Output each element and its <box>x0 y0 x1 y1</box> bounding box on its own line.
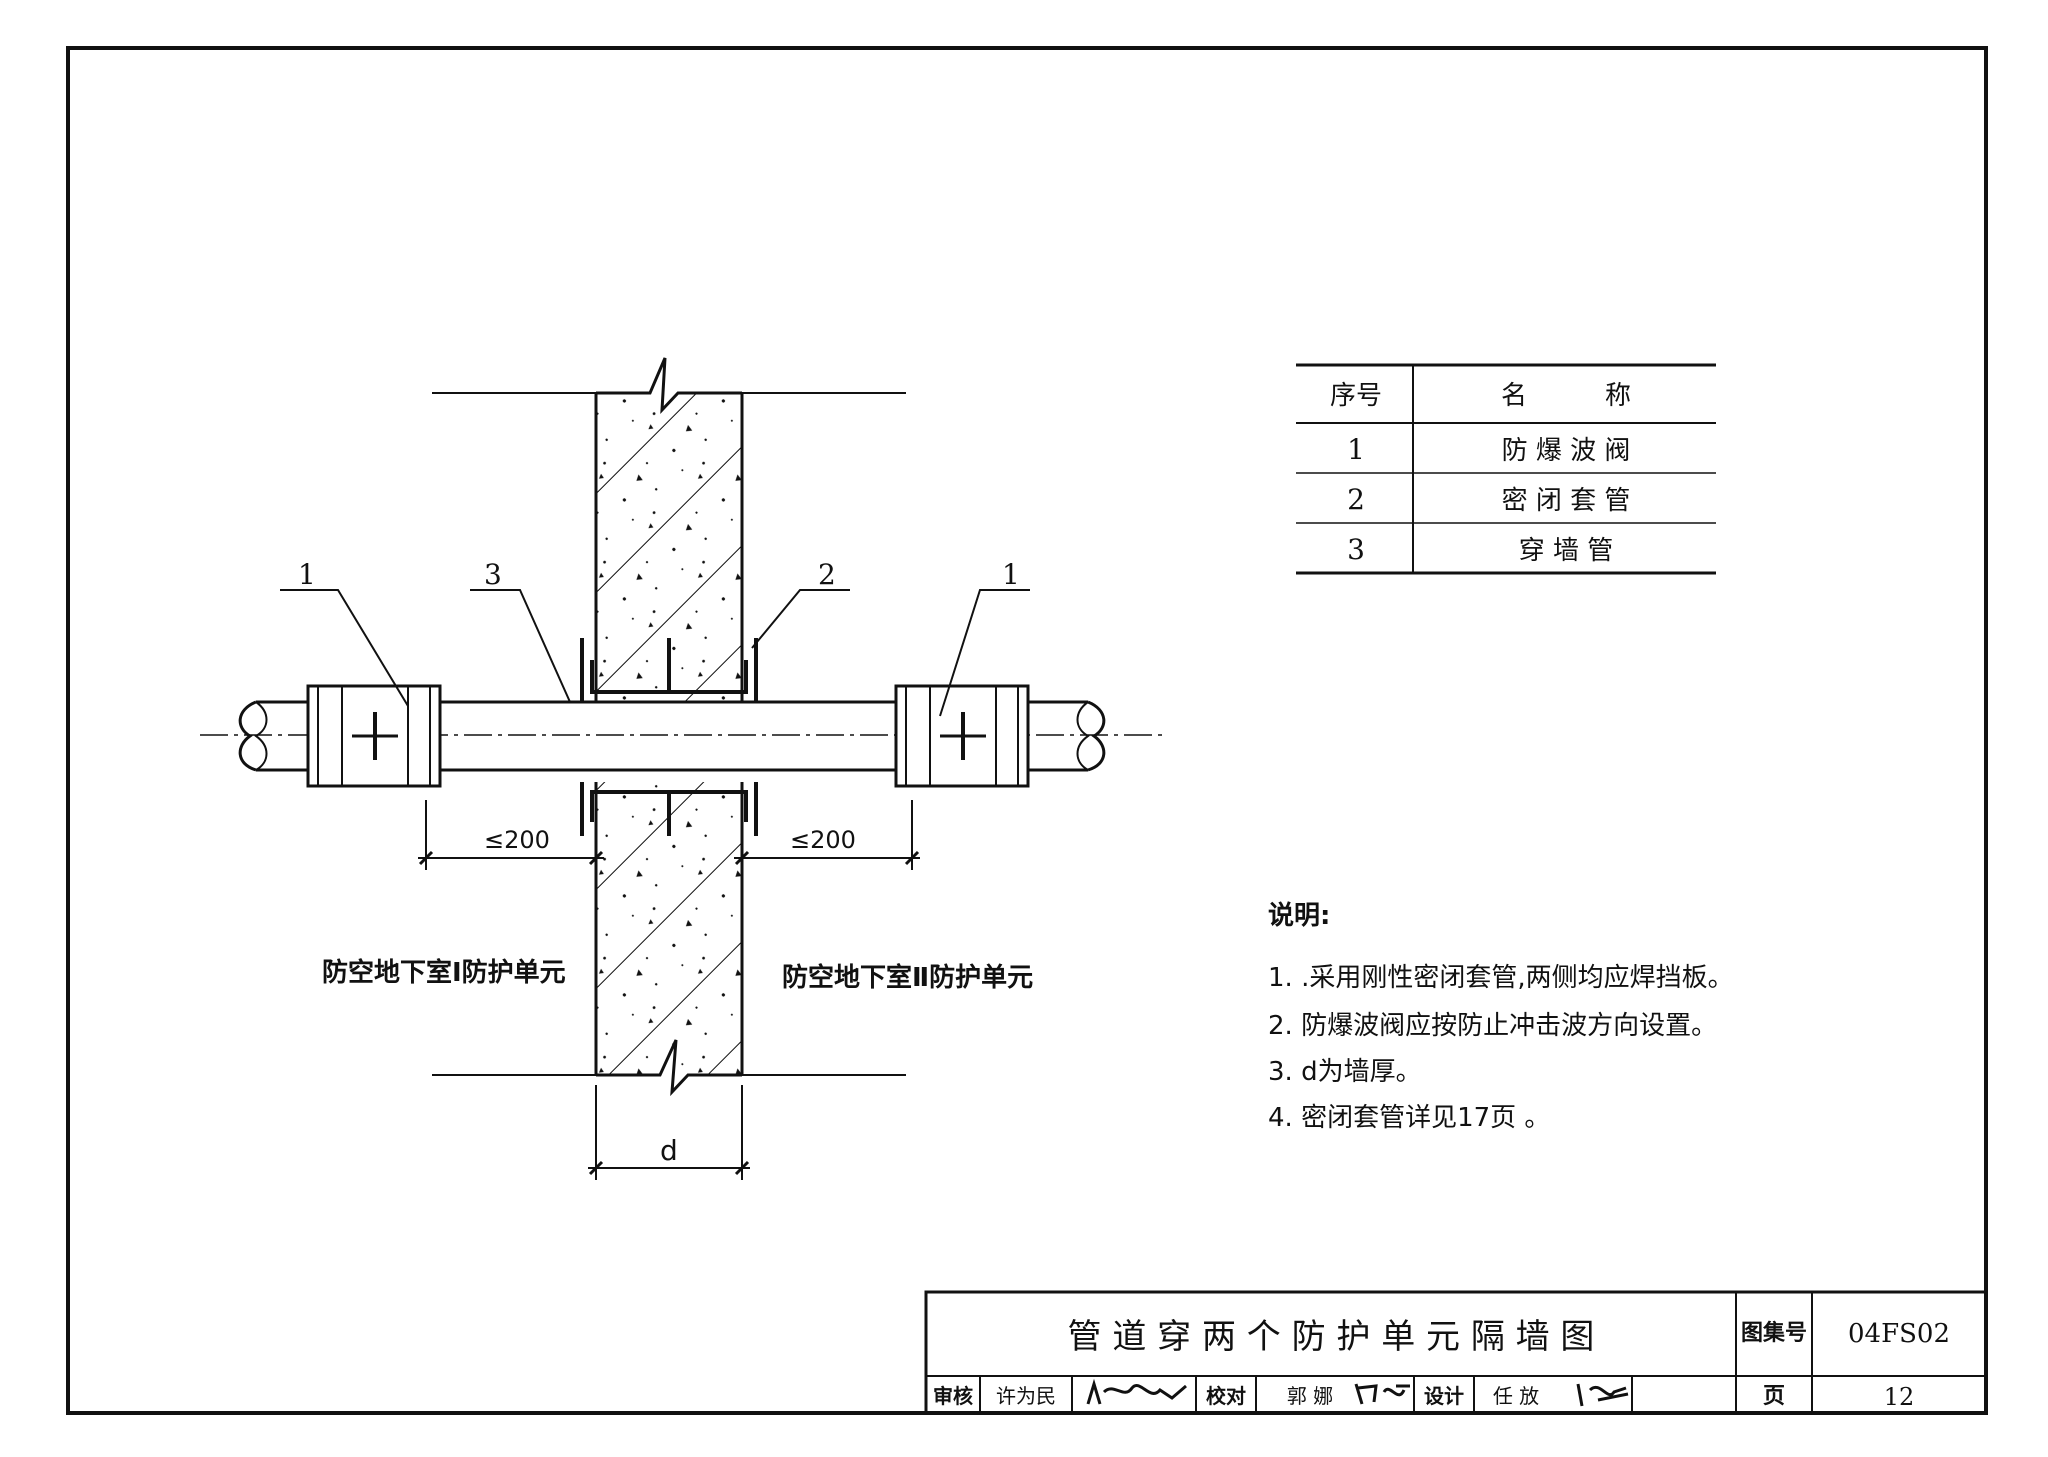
callout-right-valve: 1 <box>1002 558 1020 591</box>
blast-valve-left <box>306 684 442 788</box>
checker-signature <box>1354 1383 1410 1405</box>
page-number: 12 <box>1884 1383 1915 1411</box>
callout-sleeve: 2 <box>818 558 836 591</box>
drawing-title: 管 道 穿 两 个 防 护 单 元 隔 墙 图 <box>1068 1317 1595 1357</box>
legend-row-1-name: 防 爆 波 阀 <box>1502 436 1631 466</box>
atlas-label: 图集号 <box>1741 1320 1807 1346</box>
checker-name: 郭 娜 <box>1287 1384 1333 1408</box>
legend-header-seq: 序号 <box>1330 381 1382 411</box>
title-block <box>924 1290 1988 1415</box>
notes-title: 说明: <box>1268 901 1330 931</box>
callout-left-valve: 1 <box>298 558 316 591</box>
zone-right-label: 防空地下室Ⅱ防护单元 <box>782 962 1033 993</box>
check-label: 校对 <box>1206 1384 1246 1408</box>
legend-row-2-seq: 2 <box>1347 483 1365 516</box>
legend-row-3-name: 穿 墙 管 <box>1519 536 1614 566</box>
legend-table <box>1296 363 1716 575</box>
atlas-number: 04FS02 <box>1848 1319 1950 1349</box>
reviewer-signature <box>1086 1378 1187 1405</box>
page-label: 页 <box>1763 1384 1785 1409</box>
note-1: 1. .采用刚性密闭套管,两侧均应焊挡板。 <box>1268 963 1734 993</box>
designer-name: 任 放 <box>1493 1384 1539 1408</box>
reviewer-name: 许为民 <box>996 1384 1056 1408</box>
note-2: 2. 防爆波阀应按防止冲击波方向设置。 <box>1268 1011 1717 1041</box>
design-label: 设计 <box>1424 1384 1464 1408</box>
zone-left-label: 防空地下室Ⅰ防护单元 <box>322 957 566 988</box>
legend-row-2-name: 密 闭 套 管 <box>1502 486 1631 516</box>
sealed-sleeve <box>580 638 758 836</box>
dimension-right: ≤200 <box>790 826 856 854</box>
note-3: 3. d为墙厚。 <box>1268 1057 1422 1087</box>
designer-signature <box>1576 1383 1629 1407</box>
callout-wall-pipe: 3 <box>484 558 502 591</box>
legend-row-3-seq: 3 <box>1347 533 1365 566</box>
legend-header-name: 名 称 <box>1501 381 1631 411</box>
dimension-lines <box>418 800 920 1180</box>
review-label: 审核 <box>933 1384 973 1408</box>
callout-leaders <box>280 589 1030 717</box>
dimension-wall-thickness: d <box>660 1134 678 1167</box>
dimension-left: ≤200 <box>484 826 550 854</box>
legend-row-1-seq: 1 <box>1347 433 1365 466</box>
blast-valve-right <box>894 684 1030 788</box>
note-4: 4. 密闭套管详见17页 。 <box>1268 1103 1550 1133</box>
